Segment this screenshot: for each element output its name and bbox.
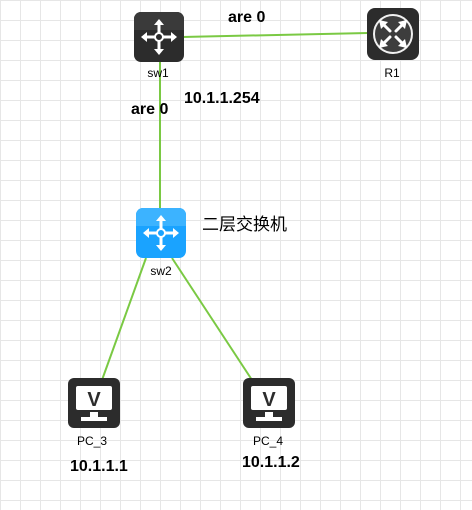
link-sw2-pc4 [171,257,253,381]
pc4-ip-label: 10.1.1.2 [242,454,300,471]
link-sw1-r1 [181,32,369,38]
svg-text:V: V [87,389,101,411]
switch-sw2[interactable] [136,208,186,258]
svg-text:V: V [262,389,276,411]
sw2-note-label: 二层交换机 [202,215,287,235]
pc3-name: PC_3 [76,434,108,448]
monitor-icon: V [243,378,295,428]
r1-name: R1 [384,66,400,80]
pc-4[interactable]: V [243,378,295,428]
router-icon [367,8,419,60]
switch-sw1[interactable] [134,12,184,62]
sw1-name: sw1 [147,66,169,80]
pc3-ip-label: 10.1.1.1 [70,458,128,475]
gateway-ip-label: 10.1.1.254 [184,90,260,107]
pc-3[interactable]: V [68,378,120,428]
link-sw2-pc3 [101,257,147,381]
area-label-top: are 0 [228,9,266,26]
switch-icon [134,12,184,62]
switch-icon [136,208,186,258]
monitor-icon: V [68,378,120,428]
pc4-name: PC_4 [252,434,284,448]
router-r1[interactable] [367,8,419,60]
area-label-left: are 0 [131,101,169,118]
sw2-name: sw2 [150,264,172,278]
